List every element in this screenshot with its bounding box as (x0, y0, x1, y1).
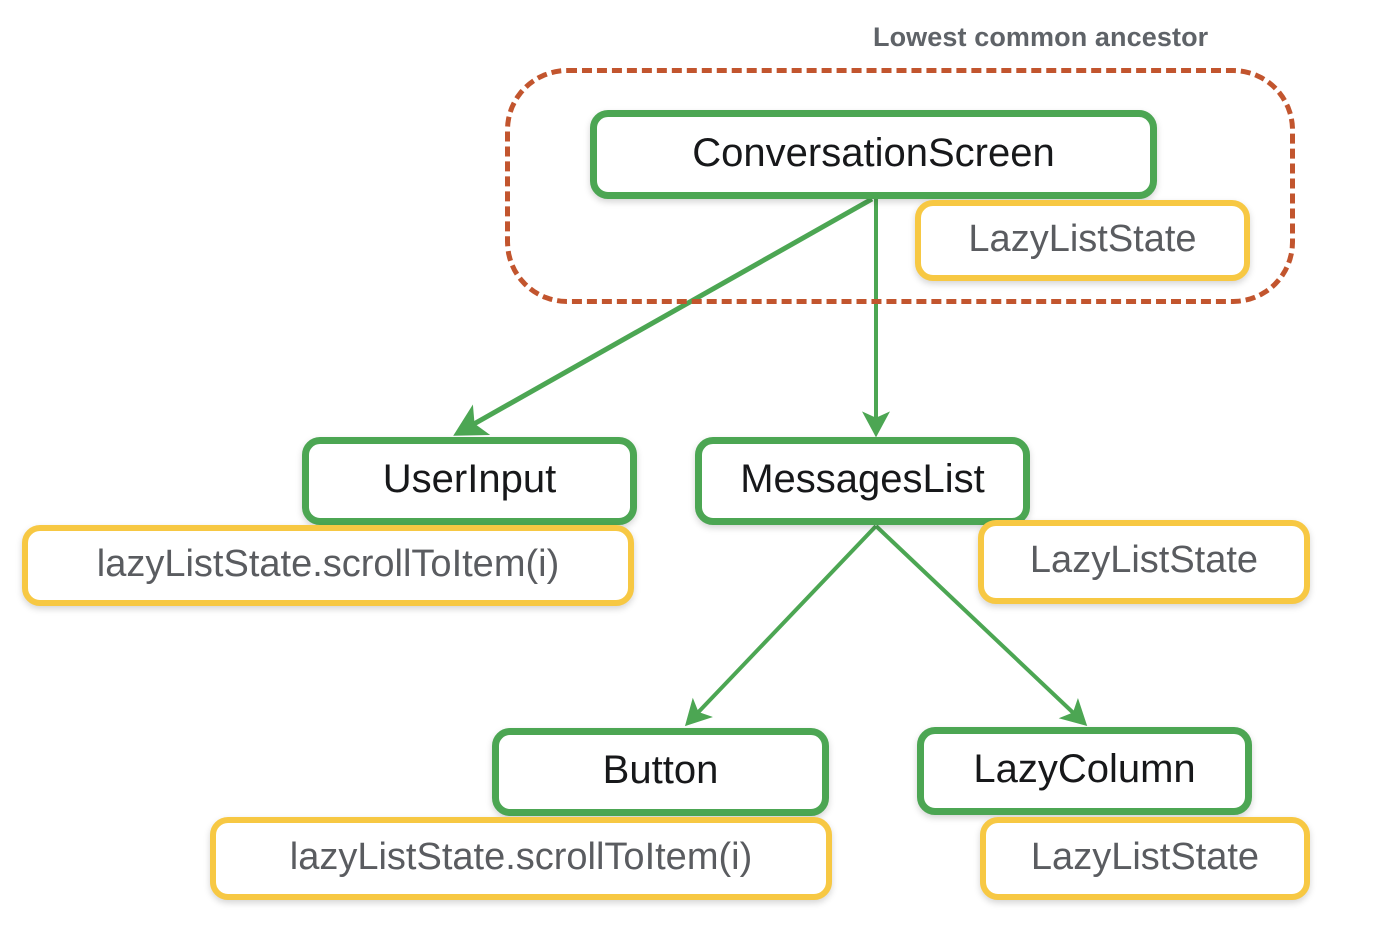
node-lazy-column-label: LazyColumn (973, 747, 1196, 791)
edge-messageslist-to-button (684, 524, 878, 727)
state-chip-button[interactable]: lazyListState.scrollToItem(i) (210, 817, 832, 900)
node-lazy-column[interactable]: LazyColumn (917, 727, 1252, 815)
node-messages-list[interactable]: MessagesList (695, 437, 1030, 525)
node-messages-list-label: MessagesList (740, 457, 985, 501)
state-chip-conversation-screen-label: LazyListState (968, 217, 1197, 260)
state-chip-messages-list[interactable]: LazyListState (978, 520, 1310, 604)
node-conversation-screen[interactable]: ConversationScreen (590, 110, 1157, 199)
lowest-common-ancestor-caption: Lowest common ancestor (873, 22, 1209, 52)
node-button[interactable]: Button (492, 728, 829, 816)
state-chip-lazy-column[interactable]: LazyListState (980, 817, 1310, 900)
state-chip-messages-list-label: LazyListState (1029, 539, 1259, 581)
lowest-common-ancestor-region (505, 68, 1295, 304)
state-chip-lazy-column-label: LazyListState (1030, 835, 1260, 878)
state-chip-user-input-label: lazyListState.scrollToItem(i) (96, 542, 560, 585)
node-button-label: Button (602, 748, 719, 792)
state-chip-button-label: lazyListState.scrollToItem(i) (289, 835, 753, 878)
state-chip-user-input[interactable]: lazyListState.scrollToItem(i) (22, 525, 634, 606)
state-chip-conversation-screen[interactable]: LazyListState (915, 200, 1250, 281)
node-user-input[interactable]: UserInput (302, 437, 637, 525)
node-user-input-label: UserInput (382, 457, 557, 501)
node-conversation-screen-label: ConversationScreen (692, 130, 1055, 175)
